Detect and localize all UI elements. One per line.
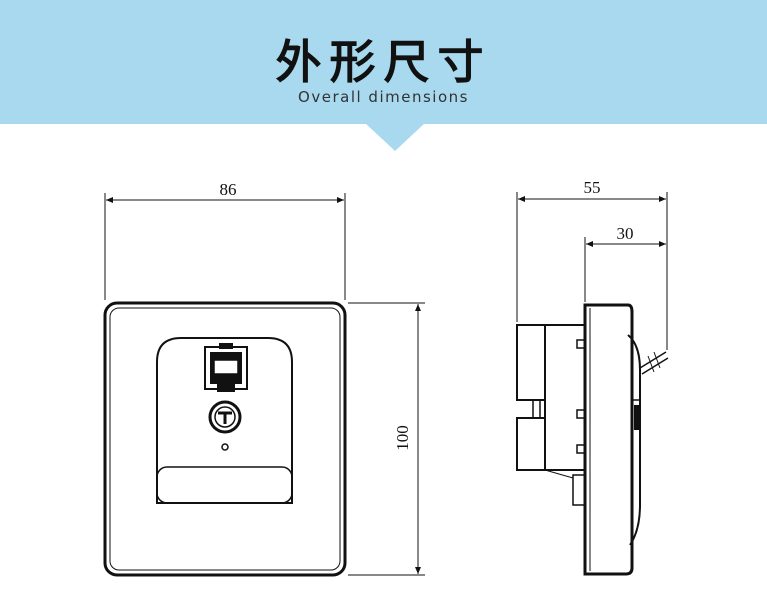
header-banner — [0, 0, 767, 124]
network-port — [204, 343, 248, 392]
page-title: 外形尺寸 — [275, 35, 492, 89]
side-view — [516, 303, 669, 576]
front-width-label: 86 — [220, 180, 237, 199]
banner-pointer — [365, 123, 425, 151]
front-height-dimension — [348, 302, 425, 576]
side-rear-depth-label: 30 — [617, 224, 634, 243]
side-rear-depth-dimension — [584, 237, 668, 302]
front-view — [103, 301, 347, 577]
page-subtitle: Overall dimensions — [298, 88, 469, 106]
front-width-dimension — [104, 193, 346, 300]
front-height-label: 100 — [393, 425, 412, 451]
side-total-depth-dimension — [516, 192, 668, 350]
phone-jack — [208, 400, 242, 434]
side-total-depth-label: 55 — [584, 178, 601, 197]
indicator-hole — [221, 443, 229, 451]
